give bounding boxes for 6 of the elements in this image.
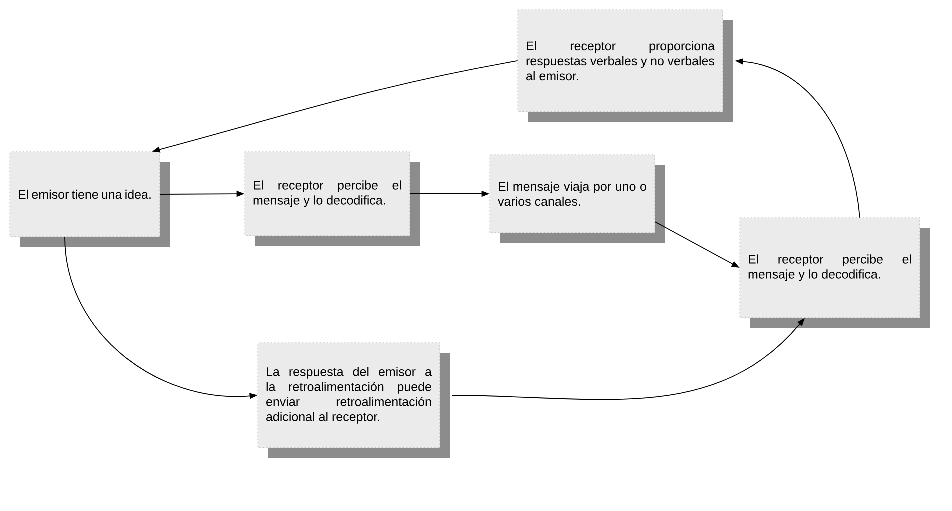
process-box: El emisor tiene una idea.	[10, 152, 170, 247]
process-box: El receptor percibe el mensaje y lo decodifica.	[740, 218, 930, 328]
process-box: La respuesta del emisor a la retroalimentación puede enviar retroalimentación adicional al receptor.	[258, 342, 450, 458]
process-box: El receptor proporciona respuestas verbales y no verbales al emisor.	[518, 10, 733, 122]
process-box: El receptor percibe el mensaje y lo decodifica.	[244, 152, 420, 246]
process-box: El mensaje viaja por uno o varios canales.	[490, 154, 665, 243]
